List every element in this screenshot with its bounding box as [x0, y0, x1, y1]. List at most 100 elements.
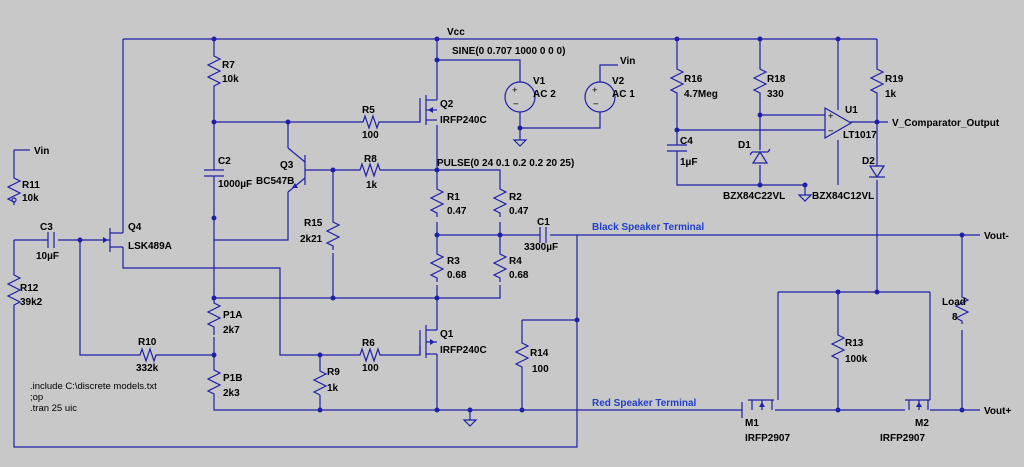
d2-symbol[interactable]: [868, 158, 886, 179]
ground-icon: [512, 139, 528, 147]
v2-name: V2: [612, 76, 625, 87]
directive-include: .include C:\discrete models.txt: [30, 381, 157, 392]
r16-symbol[interactable]: [669, 64, 685, 100]
u1-symbol[interactable]: + −: [824, 106, 853, 140]
v1-value: AC 2: [533, 89, 556, 100]
r11-name: R11: [22, 180, 40, 191]
r1-value: 0.47: [447, 206, 467, 217]
r14-value: 100: [532, 364, 549, 375]
q1-value: IRFP240C: [440, 345, 487, 356]
r4-symbol[interactable]: [492, 250, 508, 282]
r7-symbol[interactable]: [206, 52, 222, 95]
r1-name: R1: [447, 192, 460, 203]
r3-name: R3: [447, 256, 460, 267]
resistor-symbols: [6, 52, 970, 402]
c4-symbol[interactable]: [667, 135, 687, 160]
load-value: 8: [952, 312, 958, 323]
r16-name: R16: [684, 74, 703, 85]
svg-text:−: −: [513, 99, 519, 110]
m2-name: M2: [915, 418, 929, 429]
q3-symbol[interactable]: [287, 140, 306, 195]
r12-name: R12: [20, 283, 39, 294]
r2-value: 0.47: [509, 206, 529, 217]
r5-value: 100: [362, 130, 379, 141]
r11-symbol[interactable]: [6, 175, 22, 205]
load-symbol[interactable]: [954, 292, 970, 324]
directive-tran: .tran 25 uic: [30, 403, 77, 414]
net-v-comparator-output: V_Comparator_Output: [892, 118, 1000, 129]
r1-symbol[interactable]: [429, 185, 445, 217]
m1-symbol[interactable]: [741, 395, 779, 418]
r9-symbol[interactable]: [312, 368, 328, 396]
c2-name: C2: [218, 156, 231, 167]
d1-name: D1: [738, 140, 751, 151]
m2-symbol[interactable]: [905, 395, 931, 410]
v2-symbol[interactable]: + −: [584, 81, 616, 113]
net-red-speaker: Red Speaker Terminal: [592, 398, 697, 409]
u1-value: LT1017: [843, 130, 877, 141]
sine-spec: SINE(0 0.707 1000 0 0 0): [452, 46, 565, 57]
c4-value: 1µF: [680, 157, 697, 168]
c3-symbol[interactable]: [47, 232, 55, 248]
r13-symbol[interactable]: [830, 330, 846, 370]
r18-name: R18: [767, 74, 786, 85]
r8-name: R8: [364, 154, 377, 165]
active-symbols: + −: [11, 106, 886, 203]
r6-symbol[interactable]: [355, 347, 385, 363]
d1-value: BZX84C22VL: [723, 191, 785, 202]
r4-value: 0.68: [509, 270, 529, 281]
svg-text:+: +: [512, 85, 518, 96]
net-vin-left: Vin: [34, 146, 49, 157]
r12-symbol[interactable]: [6, 270, 22, 312]
p1b-symbol[interactable]: [206, 365, 222, 402]
q4-symbol[interactable]: [100, 228, 124, 252]
v1-symbol[interactable]: + −: [504, 81, 536, 113]
u1-name: U1: [845, 105, 858, 116]
r19-symbol[interactable]: [869, 64, 885, 100]
r5-symbol[interactable]: [360, 114, 380, 130]
c2-symbol[interactable]: [204, 155, 224, 190]
r10-symbol[interactable]: [135, 347, 163, 363]
r6-value: 100: [362, 363, 379, 374]
r2-symbol[interactable]: [492, 185, 508, 217]
r18-symbol[interactable]: [752, 64, 768, 100]
net-vout-minus: Vout-: [984, 231, 1009, 242]
r8-symbol[interactable]: [355, 162, 385, 178]
r7-name: R7: [222, 60, 235, 71]
r3-value: 0.68: [447, 270, 467, 281]
r8-value: 1k: [366, 180, 378, 191]
svg-text:+: +: [828, 111, 834, 122]
r14-symbol[interactable]: [514, 338, 530, 378]
p1a-symbol[interactable]: [206, 298, 222, 335]
r13-value: 100k: [845, 354, 868, 365]
r13-name: R13: [845, 338, 864, 349]
c1-symbol[interactable]: [539, 227, 547, 243]
r10-value: 332k: [136, 363, 159, 374]
q3-value: BC547B: [256, 176, 294, 187]
r2-name: R2: [509, 192, 522, 203]
r11-value: 10k: [22, 193, 39, 204]
q4-name: Q4: [128, 222, 142, 233]
pulse-spec: PULSE(0 24 0.1 0.2 0.2 20 25): [437, 158, 574, 169]
q1-symbol[interactable]: [419, 320, 438, 360]
v1-name: V1: [533, 76, 546, 87]
r15-symbol[interactable]: [325, 218, 341, 250]
c4-name: C4: [680, 136, 693, 147]
r7-value: 10k: [222, 74, 239, 85]
r15-name: R15: [304, 218, 323, 229]
q2-symbol[interactable]: [419, 95, 438, 125]
r18-value: 330: [767, 89, 784, 100]
r4-name: R4: [509, 256, 522, 267]
junctions: [77, 36, 965, 413]
r15-value: 2k21: [300, 234, 323, 245]
d1-symbol[interactable]: [749, 148, 771, 164]
c1-name: C1: [537, 217, 550, 228]
c1-value: 3300µF: [524, 242, 558, 253]
q3-name: Q3: [280, 160, 294, 171]
m1-value: IRFP2907: [745, 433, 790, 444]
c3-name: C3: [40, 222, 53, 233]
r19-value: 1k: [885, 89, 897, 100]
capacitor-symbols: [47, 135, 687, 248]
r3-symbol[interactable]: [429, 250, 445, 282]
